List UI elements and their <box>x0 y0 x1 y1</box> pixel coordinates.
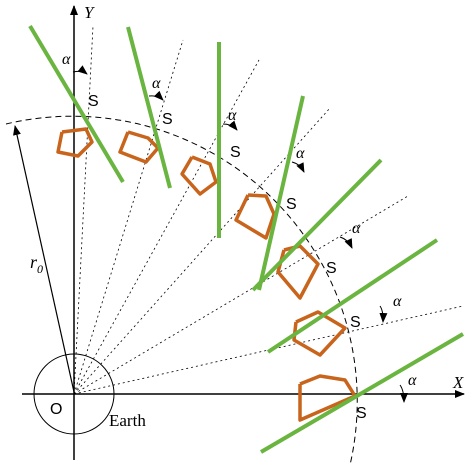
satellite-body <box>234 193 276 240</box>
angle-arc <box>291 161 305 173</box>
radial-ray <box>73 305 464 395</box>
radius-label: r0 <box>30 252 43 276</box>
solar-panel <box>126 26 172 189</box>
satellite-label: S <box>350 314 361 331</box>
satellite-label: S <box>286 196 297 213</box>
origin-label: O <box>50 401 62 418</box>
satellite-body <box>298 374 357 422</box>
earth-label: Earth <box>109 411 146 430</box>
angle-alpha-label: α <box>408 372 417 389</box>
satellite-body <box>180 155 218 196</box>
satellite-label: S <box>162 111 173 128</box>
solar-panel <box>251 158 383 292</box>
angle-arc <box>399 384 408 403</box>
satellite-body <box>118 130 160 164</box>
angle-alpha-label: α <box>393 293 402 310</box>
x-axis-label: X <box>452 373 464 392</box>
solar-panel <box>266 238 439 354</box>
satellite-label: S <box>88 93 99 110</box>
y-axis-label: Y <box>84 3 95 22</box>
angle-arc <box>222 120 238 131</box>
solar-panel <box>257 95 305 291</box>
radial-ray <box>73 25 94 395</box>
radius-subscript: 0 <box>37 262 43 276</box>
satellite-bodies <box>56 127 357 422</box>
satellite-label: S <box>326 260 337 277</box>
radial-ray <box>73 39 184 395</box>
radius-arrow <box>13 125 75 393</box>
satellite-body <box>292 310 347 357</box>
solar-panel <box>28 24 125 184</box>
radial-rays <box>73 25 464 395</box>
angle-alpha-label: α <box>152 75 161 92</box>
solar-panels <box>28 24 465 454</box>
angle-alpha-label: α <box>62 51 71 68</box>
angle-arc <box>148 90 164 101</box>
satellite-label: S <box>230 144 241 161</box>
satellite-body <box>276 244 320 300</box>
solar-panel <box>259 332 465 454</box>
satellite-body <box>56 127 94 158</box>
orbit-arc <box>5 115 358 466</box>
angle-arc <box>72 65 88 75</box>
angle-arc <box>379 305 388 323</box>
angle-arc <box>339 236 353 249</box>
radial-ray <box>73 107 331 395</box>
angle-alpha-label: α <box>296 145 305 162</box>
satellite-label: S <box>356 405 367 422</box>
angle-alpha-label: α <box>352 220 361 237</box>
angle-alpha-label: α <box>228 107 237 124</box>
radial-ray <box>73 59 260 395</box>
